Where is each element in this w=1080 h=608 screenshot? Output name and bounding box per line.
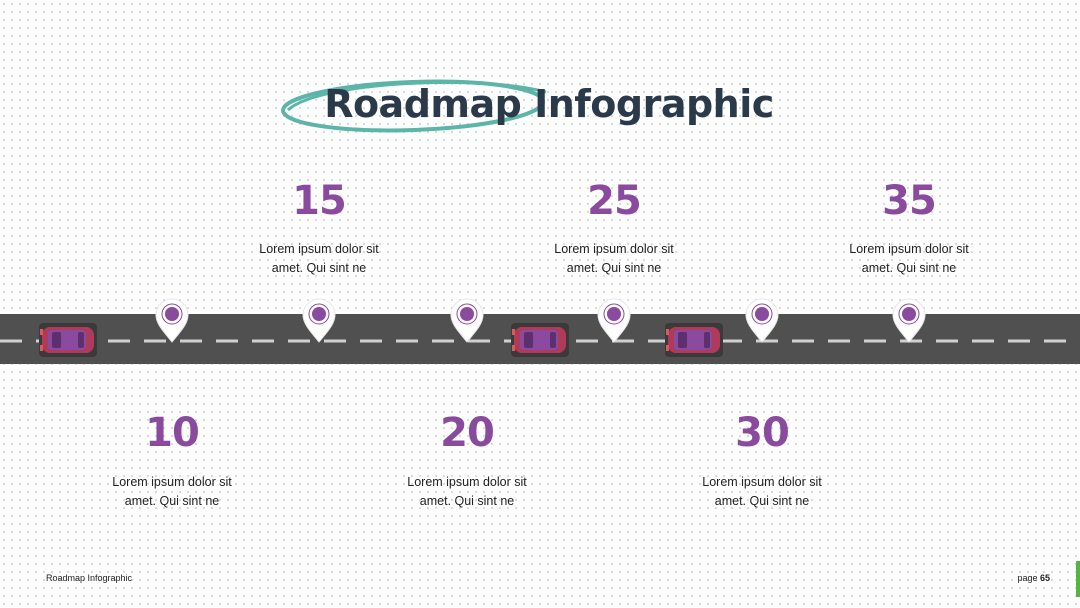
milestone-desc-line: Lorem ipsum dolor sit (554, 242, 674, 256)
location-pin-icon (155, 298, 189, 343)
location-pin-icon (450, 298, 484, 343)
milestone-desc-line: amet. Qui sint ne (714, 494, 810, 508)
milestone-desc-line: Lorem ipsum dolor sit (112, 475, 232, 489)
page-number-value: 65 (1039, 573, 1050, 583)
milestone-desc-line: Lorem ipsum dolor sit (259, 242, 379, 256)
car-icon (665, 323, 723, 357)
milestone-desc-20: Lorem ipsum dolor sit amet. Qui sint ne (367, 473, 567, 511)
milestone-number-15: 15 (292, 178, 347, 224)
milestone-number-10: 10 (145, 410, 200, 456)
milestone-number-20: 20 (440, 410, 495, 456)
milestone-desc-10: Lorem ipsum dolor sit amet. Qui sint ne (72, 473, 272, 511)
milestone-desc-15: Lorem ipsum dolor sit amet. Qui sint ne (219, 240, 419, 278)
milestone-desc-line: Lorem ipsum dolor sit (702, 475, 822, 489)
milestone-number-30: 30 (735, 410, 790, 456)
milestone-desc-25: Lorem ipsum dolor sit amet. Qui sint ne (514, 240, 714, 278)
footer-title: Roadmap Infographic (46, 573, 133, 583)
milestone-desc-30: Lorem ipsum dolor sit amet. Qui sint ne (662, 473, 862, 511)
milestone-desc-line: amet. Qui sint ne (419, 494, 515, 508)
location-pin-icon (302, 298, 336, 343)
location-pin-icon (597, 298, 631, 343)
milestone-desc-line: amet. Qui sint ne (124, 494, 220, 508)
location-pin-icon (745, 298, 779, 343)
page-title: Roadmap Infographic (324, 82, 774, 126)
milestone-number-25: 25 (587, 178, 642, 224)
page-accent-bar (1076, 561, 1080, 597)
milestone-number-35: 35 (882, 178, 937, 224)
page-label: page (1017, 573, 1038, 583)
car-icon (39, 323, 97, 357)
milestone-desc-line: Lorem ipsum dolor sit (407, 475, 527, 489)
milestone-desc-line: amet. Qui sint ne (566, 261, 662, 275)
milestone-desc-line: Lorem ipsum dolor sit (849, 242, 969, 256)
milestone-desc-35: Lorem ipsum dolor sit amet. Qui sint ne (809, 240, 1009, 278)
milestone-desc-line: amet. Qui sint ne (271, 261, 367, 275)
title-swoosh-decoration (281, 79, 547, 133)
page-number: page 65 (1017, 573, 1050, 583)
milestone-desc-line: amet. Qui sint ne (861, 261, 957, 275)
car-icon (511, 323, 569, 357)
location-pin-icon (892, 298, 926, 343)
